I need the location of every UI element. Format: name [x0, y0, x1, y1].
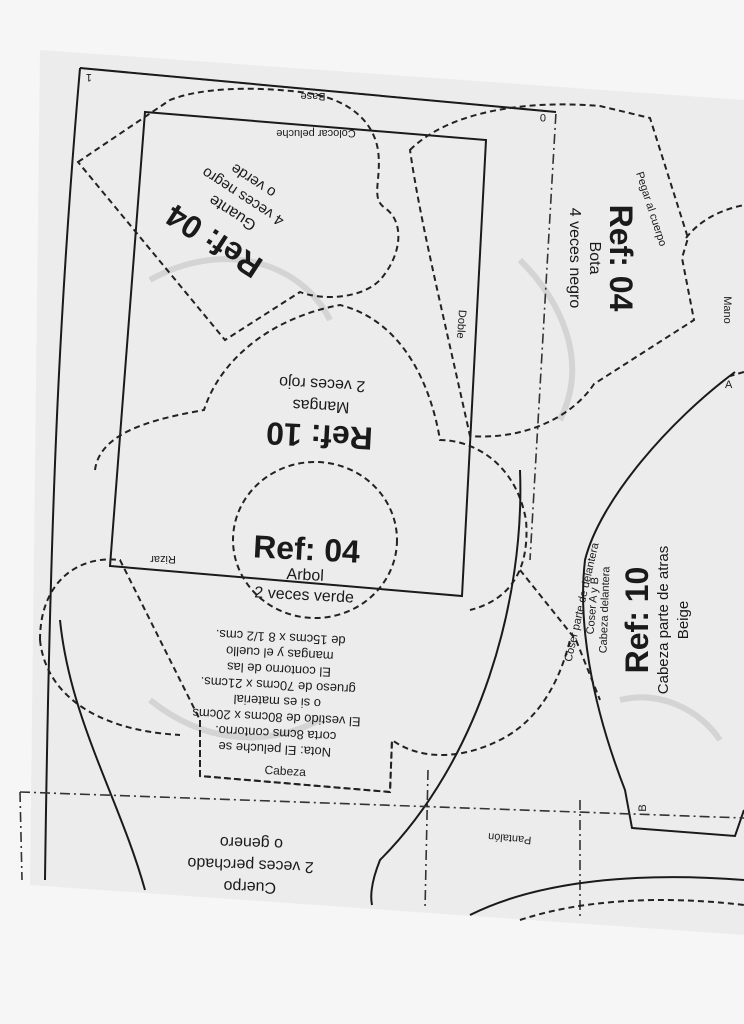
note-line-1: Nota: El peluche se [218, 739, 331, 760]
note-line-6: El contorno de las [226, 659, 331, 679]
bota-name: Bota [586, 242, 603, 275]
cuerpo-solid-curve [59, 619, 146, 891]
mangas-qty: 2 veces rojo [279, 373, 366, 394]
arbol-ref: Ref: 04 [252, 528, 361, 570]
left-solid-edge [44, 67, 81, 881]
note-line-8: de 15cms x 8 1/2 cms. [215, 627, 346, 649]
cabeza-delantera-dash [519, 569, 601, 701]
pantalon-label: Pantalón [488, 830, 532, 846]
coser-ab-label: Coser A y B [585, 577, 602, 635]
cabeza-atras-outline [582, 371, 744, 838]
cabeza-atras-ref: Ref: 10 [619, 567, 655, 674]
corner-1: 1 [86, 71, 92, 83]
cabeza-atras-name: Cabeza parte de atras [655, 546, 672, 694]
mark-b: B [637, 804, 649, 811]
mark-a: A [725, 379, 733, 391]
lower-arc-dash [519, 899, 744, 921]
outer-solid-line [79, 67, 557, 113]
paper-page [30, 50, 744, 935]
doble-label: Doble [454, 309, 468, 339]
rizar-label: Rizar [150, 553, 176, 565]
arbol-name: Arbol [286, 566, 324, 585]
bota-ref: Ref: 04 [603, 205, 639, 312]
mangas-name: Mangas [292, 396, 350, 416]
mano-outline [685, 204, 744, 377]
pantalon-line-top [19, 791, 744, 819]
cabeza-delantera-label: Cabeza delantera [597, 565, 612, 653]
cabeza-label: Cabeza [264, 763, 306, 779]
mangas-outline [94, 303, 528, 611]
arbol-label-group: Ref: 04 Arbol 2 veces verde [252, 528, 361, 606]
note-group: Nota: El peluche se corta 8cms contorno.… [191, 627, 360, 760]
guante-outline [76, 87, 400, 342]
mangas-label-group: Ref: 10 Mangas 2 veces rojo [265, 373, 373, 457]
inner-frame [108, 110, 488, 598]
note-line-7: mangas y el cuello [226, 643, 334, 664]
colocar-peluche-label: Colocar peluche [276, 127, 356, 139]
arbol-outline [232, 461, 398, 619]
lower-arc [469, 876, 744, 916]
base-label: Base [300, 90, 325, 102]
pantalon-line-v2 [19, 791, 23, 881]
cuerpo-name: Cuerpo [223, 877, 276, 896]
cuerpo-solid-curve-right [370, 469, 522, 906]
pantalon-line-v1 [424, 769, 429, 911]
cuerpo-qty: 2 veces perchado [187, 854, 314, 875]
corner-0: 0 [540, 111, 546, 123]
arbol-qty: 2 veces verde [254, 584, 354, 606]
note-line-2: corta 8cms contorno. [215, 723, 337, 744]
cuerpo-label-group: Cuerpo 2 veces perchado o genero [187, 833, 314, 896]
cuerpo-alt: o genero [219, 833, 283, 852]
ghost-shapes [148, 256, 723, 742]
cabeza-atras-label-group: Ref: 10 Cabeza parte de atras Beige [619, 546, 692, 694]
mano-label: Mano [721, 296, 733, 324]
cabeza-tab [199, 720, 393, 794]
cuerpo-outline [39, 558, 571, 794]
cuerpo-left-curve [39, 639, 181, 736]
mangas-ref: Ref: 10 [265, 415, 373, 457]
note-line-4: o si es material [233, 692, 321, 712]
bota-qty: 4 veces negro [566, 208, 583, 309]
bota-outline [408, 103, 696, 438]
cabeza-atras-color: Beige [675, 601, 692, 639]
bota-label-group: Ref: 04 Bota 4 veces negro [566, 205, 639, 312]
